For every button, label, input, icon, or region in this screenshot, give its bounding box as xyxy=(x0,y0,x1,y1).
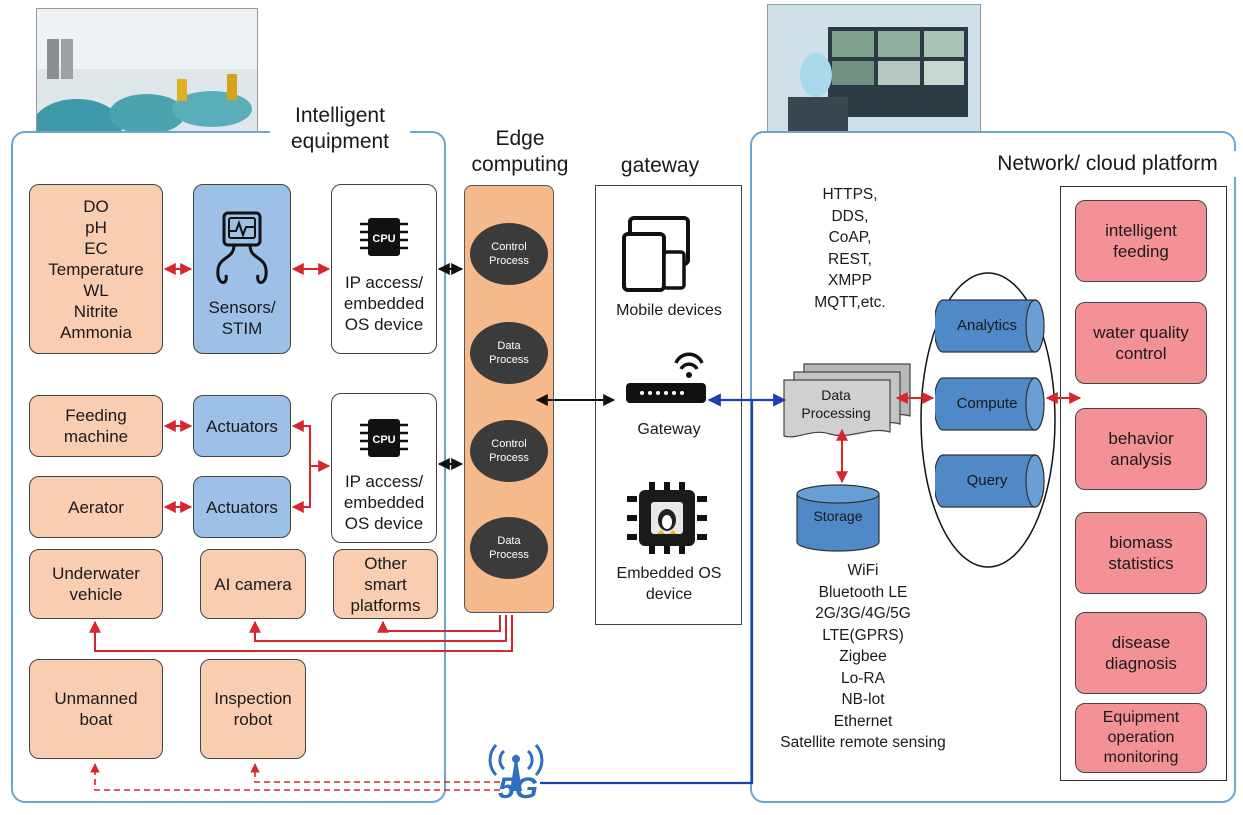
service-behavior-analysis: behavior analysis xyxy=(1075,408,1207,490)
query-cylinder-shape xyxy=(935,454,1045,508)
query-label: Query xyxy=(966,472,1008,489)
svg-text:CPU: CPU xyxy=(372,434,395,446)
services-ellipse xyxy=(920,272,1056,568)
control-process-oval-2: Control Process xyxy=(470,420,548,482)
unmanned-boat-box: Unmanned boat xyxy=(29,659,163,759)
actuators-box-1: Actuators xyxy=(193,395,291,457)
analytics-cylinder-shape xyxy=(935,299,1045,353)
water-parameters-box: DO pH EC Temperature WL Nitrite Ammonia xyxy=(29,184,163,354)
5g-label: 5G xyxy=(497,772,539,805)
sensors-box: Sensors/ STIM xyxy=(193,184,291,354)
compute-cylinder-shape xyxy=(935,377,1045,431)
service-biomass-statistics: biomass statistics xyxy=(1075,512,1207,594)
aerator-box: Aerator xyxy=(29,476,163,538)
sensors-label: Sensors/ STIM xyxy=(208,298,276,338)
ip-access-device-2: CPU IP access/ embedded OS device xyxy=(331,393,437,543)
aquaculture-facility-photo xyxy=(36,8,258,156)
underwater-vehicle-box: Underwater vehicle xyxy=(29,549,163,619)
ip-access-label-2: IP access/ embedded OS device xyxy=(343,472,425,533)
service-intelligent-feeding: intelligent feeding xyxy=(1075,200,1207,282)
ip-access-device-1: CPU IP access/ embedded OS device xyxy=(331,184,437,354)
ai-camera-box: AI camera xyxy=(200,549,306,619)
control-process-oval-1: Control Process xyxy=(470,223,548,285)
actuators-box-2: Actuators xyxy=(193,476,291,538)
service-water-quality-control: water quality control xyxy=(1075,302,1207,384)
service-disease-diagnosis: disease diagnosis xyxy=(1075,612,1207,694)
mobile-devices-icon xyxy=(622,216,690,292)
feeding-machine-box: Feeding machine xyxy=(29,395,163,457)
network-list: WiFi Bluetooth LE 2G/3G/4G/5G LTE(GPRS) … xyxy=(780,562,946,751)
storage-label: Storage xyxy=(813,508,863,524)
sensor-device-icon xyxy=(216,211,268,284)
protocol-list: HTTPS, DDS, CoAP, REST, XMPP MQTT,etc. xyxy=(814,186,886,311)
data-processing-label: Data Processing xyxy=(801,387,871,421)
svg-text:CPU: CPU xyxy=(372,233,395,245)
data-process-oval-2: Data Process xyxy=(470,517,548,579)
data-processing-docs xyxy=(783,363,911,438)
cloud-platform-title: Network/ cloud platform xyxy=(975,151,1240,177)
inspection-robot-box: Inspection robot xyxy=(200,659,306,759)
storage-cylinder xyxy=(796,484,880,552)
router-icon xyxy=(626,352,706,403)
gateway-title: gateway xyxy=(620,154,700,177)
other-smart-platforms-box: Other smart platforms xyxy=(333,549,438,619)
cpu-icon: CPU xyxy=(360,218,408,256)
embedded-os-label: Embedded OS device xyxy=(616,565,722,603)
embedded-chip-icon xyxy=(627,482,707,554)
gateway-label: Gateway xyxy=(637,421,701,438)
analytics-label: Analytics xyxy=(956,317,1018,334)
cpu-icon: CPU xyxy=(360,419,408,457)
service-equipment-monitoring: Equipment operation monitoring xyxy=(1075,703,1207,773)
compute-label: Compute xyxy=(956,395,1018,412)
services-frame xyxy=(1060,186,1227,781)
mobile-devices-label: Mobile devices xyxy=(616,302,722,319)
5g-tower-icon xyxy=(488,743,544,791)
ip-access-label-1: IP access/ embedded OS device xyxy=(343,273,425,334)
data-process-oval-1: Data Process xyxy=(470,322,548,384)
edge-computing-title: Edge computing xyxy=(471,127,569,176)
intelligent-equipment-title: Intelligent equipment xyxy=(270,103,410,155)
